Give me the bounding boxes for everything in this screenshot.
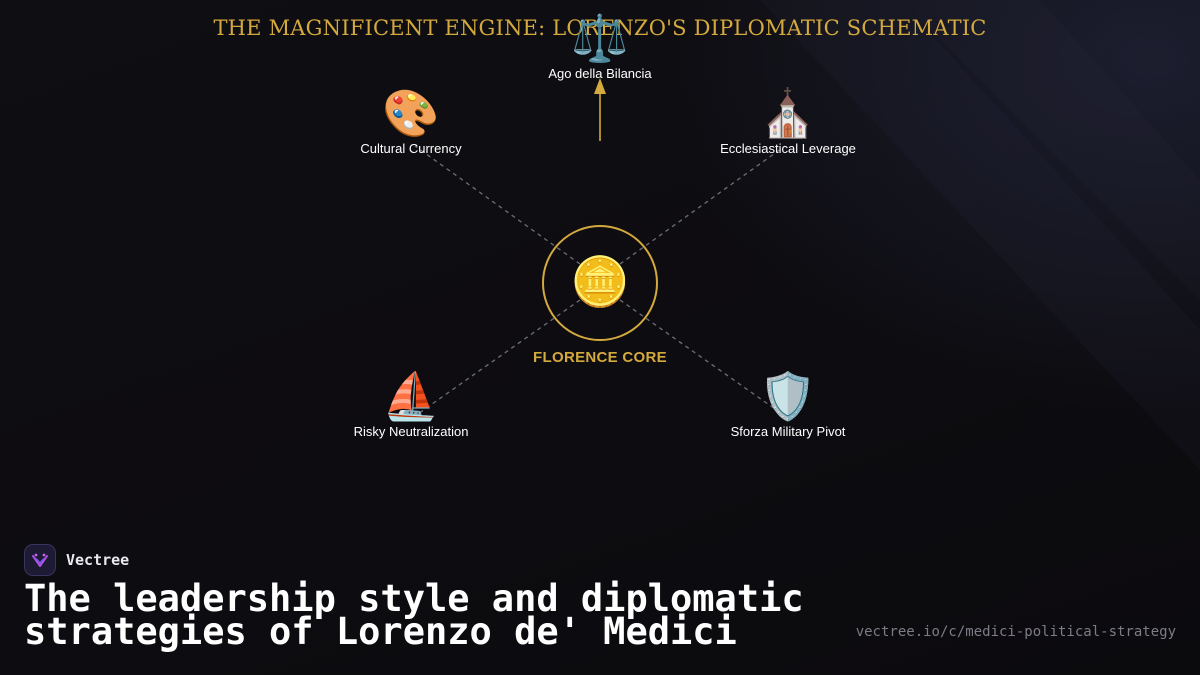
node-label-ecclesiastical-leverage: Ecclesiastical Leverage — [720, 141, 856, 156]
node-label-risky-neutralization: Risky Neutralization — [353, 424, 469, 439]
vectree-logo-icon — [24, 544, 56, 576]
connector-core-culture — [414, 145, 581, 265]
church-icon: ⛪ — [759, 86, 817, 140]
brand-name: Vectree — [66, 551, 130, 569]
node-risky-neutralization: ⛵ Risky Neutralization — [311, 370, 511, 439]
connector-core-sforza — [619, 299, 786, 417]
brand[interactable]: Vectree — [24, 544, 129, 576]
coin-icon: 🪙 — [570, 256, 630, 309]
node-label-cultural-currency: Cultural Currency — [360, 141, 462, 156]
node-ago-della-bilancia: ⚖️ Ago della Bilancia — [500, 12, 700, 81]
node-label-ago-della-bilancia: Ago della Bilancia — [548, 66, 652, 81]
diagram-title: THE MAGNIFICENT ENGINE: LORENZO'S DIPLOM… — [213, 16, 987, 40]
arrowhead-balance — [594, 78, 606, 94]
node-sforza-military-pivot: 🛡️ Sforza Military Pivot — [688, 370, 888, 439]
florence-core-label: FLORENCE CORE — [533, 349, 667, 366]
sailboat-icon: ⛵ — [382, 369, 440, 423]
node-label-sforza-military-pivot: Sforza Military Pivot — [730, 424, 846, 439]
page-heading-line-2: strategies of Lorenzo de' Medici — [24, 610, 737, 653]
shield-icon: 🛡️ — [759, 369, 817, 423]
connector-core-naples — [414, 299, 581, 417]
palette-icon: 🎨 — [382, 86, 440, 140]
node-ecclesiastical-leverage: ⛪ Ecclesiastical Leverage — [688, 87, 888, 156]
scales-icon: ⚖️ — [571, 11, 629, 65]
source-url[interactable]: vectree.io/c/medici-political-strategy — [855, 624, 1176, 640]
page-heading: The leadership style and diplomatic stra… — [24, 577, 824, 653]
node-cultural-currency: 🎨 Cultural Currency — [311, 87, 511, 156]
florence-core-node: 🪙 — [542, 225, 658, 341]
connector-core-church — [619, 145, 786, 265]
page-heading-line-1: The leadership style and diplomatic — [24, 577, 804, 620]
